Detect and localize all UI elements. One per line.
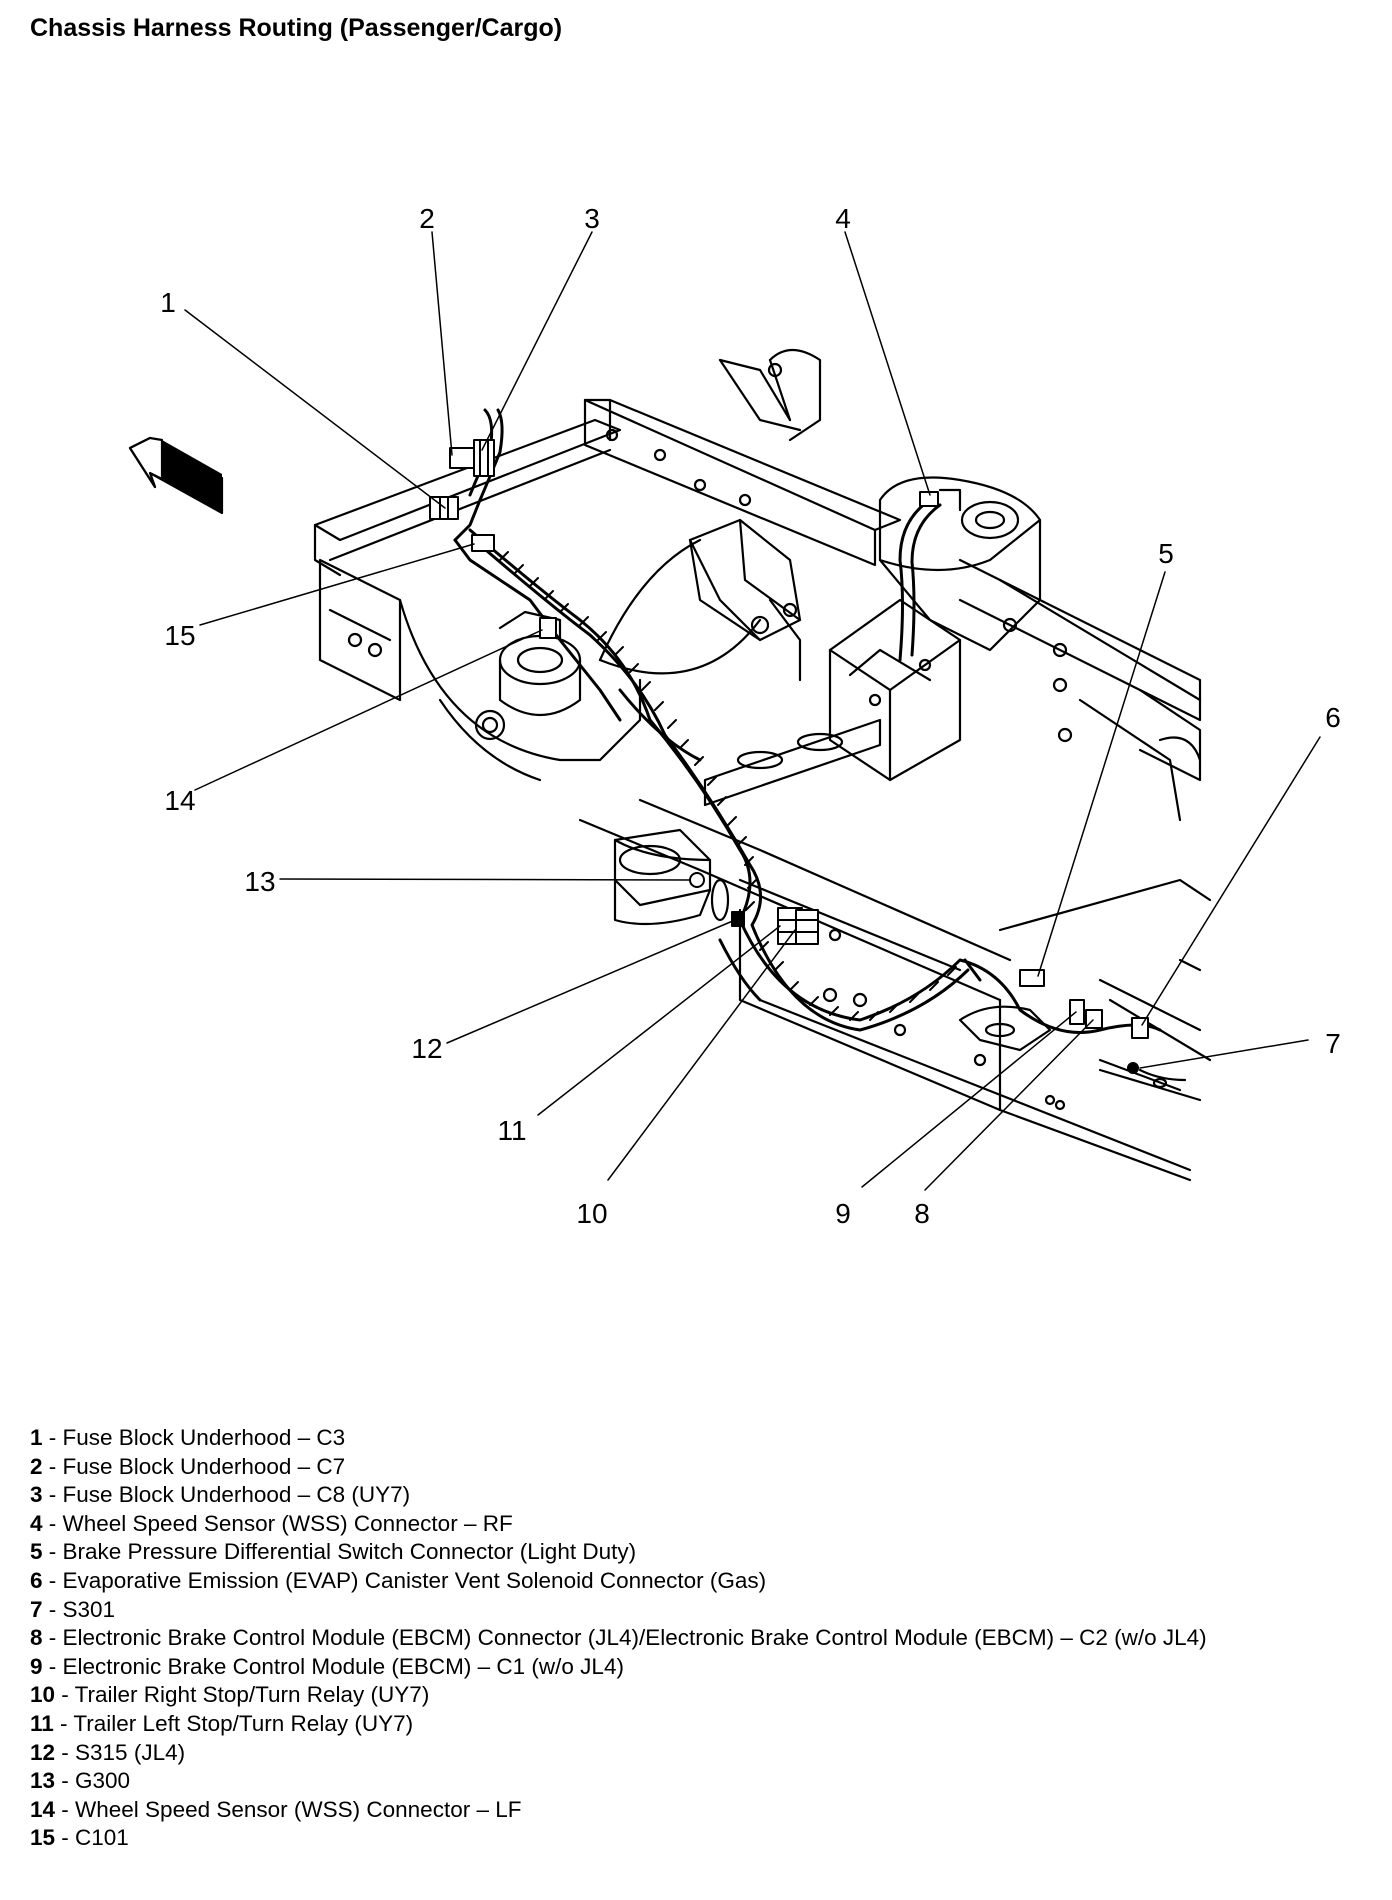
legend-item: 15 - C101 [30, 1825, 129, 1851]
callout-10: 10 [576, 1198, 607, 1229]
relay-left [795, 909, 819, 945]
legend-item: 13 - G300 [30, 1768, 131, 1794]
legend-item: 9 - Electronic Brake Control Module (EBC… [30, 1653, 624, 1679]
callout-13: 13 [244, 866, 275, 897]
diagram-title: Chassis Harness Routing (Passenger/Cargo… [30, 14, 563, 42]
ground-g300 [689, 872, 705, 888]
wiring-harness [453, 408, 1162, 1034]
frame-structure [313, 348, 1212, 1182]
connector-brake-pressure [1019, 969, 1045, 987]
callout-1: 1 [160, 287, 176, 318]
legend-item: 11 - Trailer Left Stop/Turn Relay (UY7) [30, 1710, 414, 1736]
callout-2: 2 [419, 203, 435, 234]
legend-item: 2 - Fuse Block Underhood – C7 [30, 1453, 346, 1479]
callout-9: 9 [835, 1198, 851, 1229]
connector-c101 [471, 534, 495, 552]
connector-wss-lf [539, 617, 557, 639]
connector-evap [1131, 1017, 1149, 1039]
chassis-harness-diagram: 1 2 3 4 5 6 7 8 9 10 11 12 13 14 15 [128, 203, 1341, 1229]
legend-item: 8 - Electronic Brake Control Module (EBC… [30, 1625, 1207, 1651]
callout-14: 14 [164, 785, 195, 816]
splice-s315 [731, 911, 745, 927]
callout-3: 3 [584, 203, 600, 234]
legend-item: 1 - Fuse Block Underhood – C3 [30, 1425, 346, 1450]
legend-item: 14 - Wheel Speed Sensor (WSS) Connector … [30, 1796, 522, 1822]
component-legend: 1 - Fuse Block Underhood – C3 2 - Fuse B… [30, 1424, 1207, 1853]
legend-item: 7 - S301 [30, 1596, 116, 1622]
callout-15: 15 [164, 620, 195, 651]
callout-7: 7 [1325, 1028, 1341, 1059]
callout-4: 4 [835, 203, 851, 234]
legend-item: 4 - Wheel Speed Sensor (WSS) Connector –… [30, 1510, 513, 1536]
callout-5: 5 [1158, 538, 1174, 569]
callout-12: 12 [411, 1033, 442, 1064]
legend-item: 3 - Fuse Block Underhood – C8 (UY7) [30, 1482, 411, 1508]
leader-lines [184, 231, 1321, 1191]
forward-arrow-icon [128, 436, 224, 515]
legend-item: 12 - S315 (JL4) [30, 1739, 186, 1765]
legend-item: 6 - Evaporative Emission (EVAP) Canister… [30, 1567, 767, 1593]
legend-item: 5 - Brake Pressure Differential Switch C… [30, 1539, 637, 1565]
callout-8: 8 [914, 1198, 930, 1229]
connector-ebcm-c1 [1069, 999, 1085, 1025]
callout-numbers: 1 2 3 4 5 6 7 8 9 10 11 12 13 14 15 [160, 203, 1341, 1229]
connectors [429, 439, 1149, 1074]
splice-s301 [1127, 1062, 1139, 1074]
callout-6: 6 [1325, 702, 1341, 733]
legend-item: 10 - Trailer Right Stop/Turn Relay (UY7) [30, 1682, 430, 1708]
callout-11: 11 [497, 1115, 526, 1146]
